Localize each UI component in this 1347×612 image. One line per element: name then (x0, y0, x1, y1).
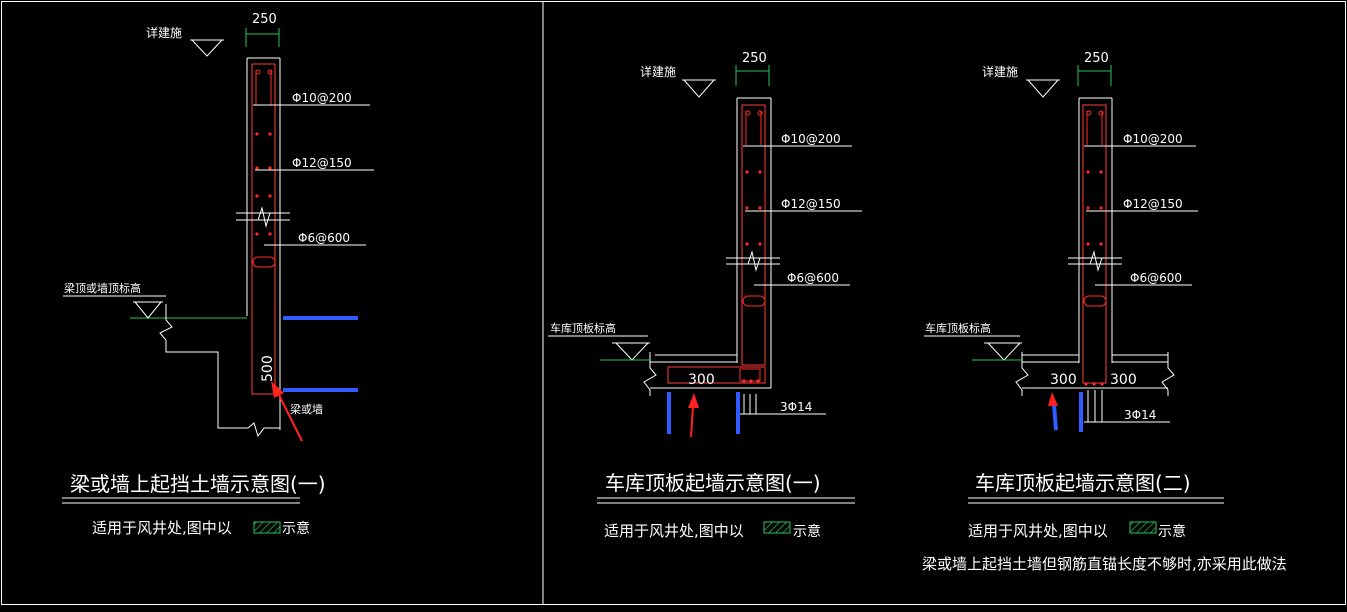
rebar2-text: Φ12@150 (781, 197, 841, 211)
note-text: 适用于风井处,图中以 (604, 522, 744, 540)
hatch-legend-icon (763, 521, 791, 534)
rebar3-text: Φ6@600 (298, 231, 350, 245)
dim-300-text: 300 (688, 372, 715, 388)
rebar3-text: Φ6@600 (787, 271, 839, 285)
diagram-3: 250 详建施 (922, 51, 1287, 573)
note-text: 适用于风井处,图中以 (968, 522, 1108, 540)
dim-side-text: 500 (260, 355, 276, 382)
rebar2-text: Φ12@150 (1123, 197, 1183, 211)
dim-top-text: 250 (742, 51, 767, 66)
elevation-triangle-icon (1026, 79, 1060, 98)
rebar1-text: Φ10@200 (292, 91, 352, 105)
rebar1-text: Φ10@200 (781, 132, 841, 146)
hatch-label: 示意 (282, 520, 310, 537)
label-top: 详建施 (982, 64, 1018, 79)
label-top: 详建施 (640, 64, 676, 79)
diagram-title: 梁或墙上起挡土墙示意图(一) (70, 472, 326, 496)
dim-300a-text: 300 (1050, 372, 1077, 388)
hatch-legend-icon (253, 521, 281, 534)
note2-text: 梁或墙上起挡土墙但钢筋直锚长度不够时,亦采用此做法 (922, 555, 1287, 573)
rebar-bottom-text: 3Φ14 (1124, 408, 1156, 422)
diagram-2: 250 详建施 (548, 51, 862, 540)
hatch-legend-icon (1129, 521, 1157, 534)
elevation-triangle-icon (682, 79, 716, 98)
diagram-title: 车库顶板起墙示意图(一) (605, 471, 821, 495)
note-text: 适用于风井处,图中以 (92, 519, 232, 537)
diagram-1: 250 详建施 (62, 12, 374, 537)
dimension-250 (245, 28, 280, 47)
rebar-leaders (253, 104, 374, 246)
wall-section (1015, 97, 1175, 396)
dimension-250 (735, 65, 770, 86)
rebar-leaders (740, 145, 862, 415)
beam-outline (63, 295, 280, 438)
elevation-triangle-icon (924, 335, 1022, 361)
wall-section (643, 97, 780, 396)
dim-top-text: 250 (252, 12, 277, 27)
wall-section (236, 57, 290, 430)
red-arrow-icon (688, 393, 699, 438)
red-arrow-icon (271, 381, 303, 442)
red-arrow-icon (1048, 392, 1058, 431)
label-bottom: 梁或墙 (290, 402, 323, 416)
dimension-250 (1077, 65, 1112, 86)
dim-300b-text: 300 (1110, 372, 1137, 388)
elevation-triangle-icon (190, 39, 224, 57)
diagram-title: 车库顶板起墙示意图(二) (975, 471, 1191, 495)
elevation-triangle-icon (548, 335, 650, 361)
label-left: 梁顶或墙顶标高 (64, 281, 141, 295)
rebar1-text: Φ10@200 (1123, 132, 1183, 146)
hatch-label: 示意 (1158, 523, 1186, 540)
rebar3-text: Φ6@600 (1130, 271, 1182, 285)
hatch-label: 示意 (793, 523, 821, 540)
rebar-leaders (1084, 145, 1198, 423)
label-left: 车库顶板标高 (925, 321, 991, 335)
rebar2-text: Φ12@150 (292, 156, 352, 170)
rebar-bottom-text: 3Φ14 (780, 400, 812, 414)
label-left: 车库顶板标高 (550, 321, 616, 335)
label-top: 详建施 (146, 25, 182, 40)
dim-top-text: 250 (1084, 51, 1109, 66)
